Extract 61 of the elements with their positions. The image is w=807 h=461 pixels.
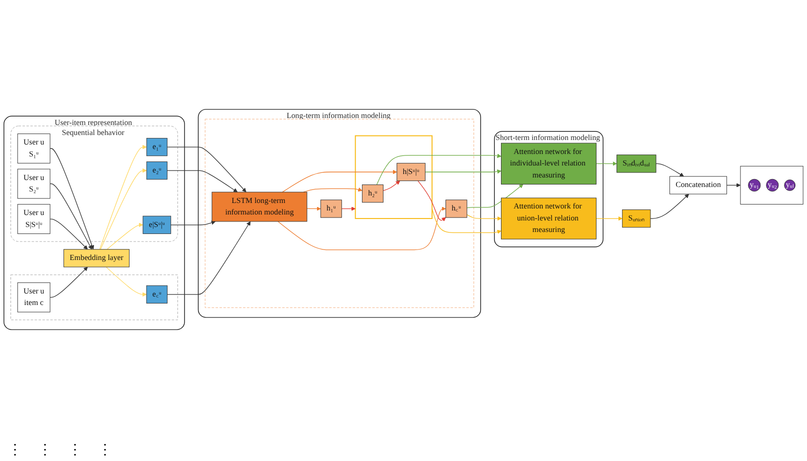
cluster [10,126,178,242]
node-box [17,134,50,164]
arrow [99,144,147,250]
arrow [278,206,446,250]
cluster [4,116,185,330]
arrow [100,168,147,250]
node-circle [748,178,761,192]
cluster [10,274,178,320]
ellipsis-label: ⋮ [38,442,52,459]
node-box [142,216,172,234]
arrow [726,183,741,188]
node-box [146,285,168,304]
node-box [17,168,50,199]
arrow [166,221,251,295]
node-circle [784,180,796,191]
arrow [382,180,400,191]
arrow [106,222,144,250]
arrow [50,148,94,250]
node-box [500,198,596,240]
node-box [146,138,168,156]
arrow [596,162,617,166]
node-box [362,184,384,203]
arrow [282,170,398,192]
node-box [212,192,308,222]
node-box [320,200,342,218]
node-box [669,176,727,194]
cluster [354,135,433,220]
arrow [432,208,502,234]
node-box [17,204,50,234]
ellipsis-label: ⋮ [68,442,82,459]
arrow [166,146,246,192]
arrow [466,184,524,208]
cluster [740,166,804,205]
arrow [306,206,321,211]
arrow [376,154,502,186]
arrow [106,266,147,297]
cluster [494,130,604,248]
node-circle [766,178,779,192]
arrow [50,183,92,250]
arrow [50,218,88,250]
node-box [500,142,596,184]
node-box [396,162,426,182]
arrow [303,187,362,192]
arrow [50,266,88,298]
node-box [64,249,130,268]
node-box [146,161,168,180]
node-box [622,209,651,228]
arrow [424,169,502,174]
node-box [616,154,656,173]
arrow [656,163,684,177]
arrow [650,194,690,219]
node-box [446,200,468,218]
node-box [17,282,50,312]
arrow [166,170,238,192]
arrow [341,206,356,211]
ellipsis-label: ⋮ [98,442,112,459]
arrow [170,220,216,226]
arrow [466,214,502,221]
arrow [596,216,623,221]
ellipsis-label: ⋮ [8,442,22,459]
arrow [418,180,446,222]
